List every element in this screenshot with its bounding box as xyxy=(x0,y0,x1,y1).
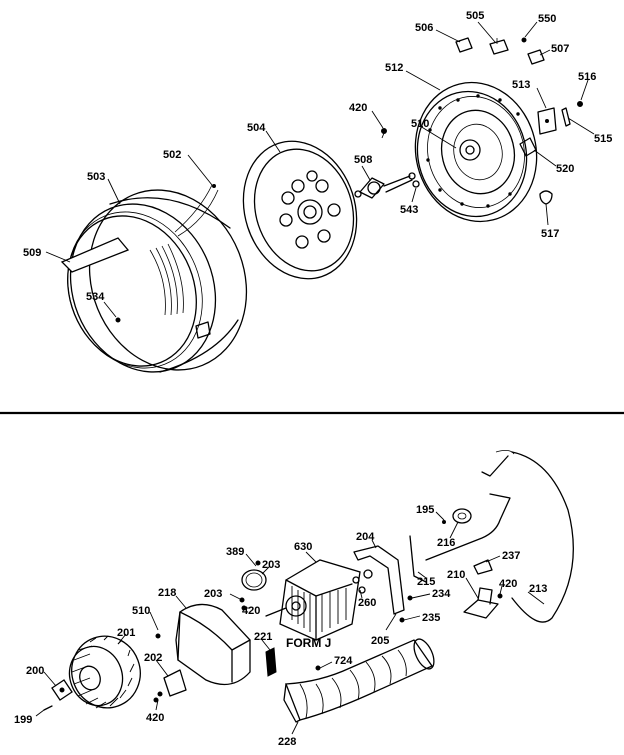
callout-389: 389 xyxy=(226,546,244,558)
shaft-bearing-508 xyxy=(354,172,416,199)
callout-630: 630 xyxy=(294,541,312,553)
top-callouts: 506 505 550 507 512 513 516 515 420 510 … xyxy=(23,10,612,303)
callout-201: 201 xyxy=(117,627,135,639)
callout-215: 215 xyxy=(417,576,435,588)
callout-515: 515 xyxy=(594,133,612,145)
callout-199: 199 xyxy=(14,714,32,726)
callout-507: 507 xyxy=(551,43,569,55)
form-j-label: FORM J xyxy=(286,636,331,650)
callout-504: 504 xyxy=(247,122,266,134)
callout-221: 221 xyxy=(254,631,272,643)
callout-510b: 510 xyxy=(132,605,150,617)
drum-rear-panel-504 xyxy=(242,140,358,280)
bottom-callouts: 195 216 237 204 630 389 203 210 420 213 … xyxy=(14,504,547,748)
drum-503 xyxy=(60,184,248,373)
callout-505: 505 xyxy=(466,10,484,22)
callout-203a: 203 xyxy=(262,559,280,571)
callout-517: 517 xyxy=(541,228,559,240)
top-leader-lines xyxy=(45,21,595,318)
callout-516: 516 xyxy=(578,71,596,83)
callout-213: 213 xyxy=(529,583,547,595)
callout-228: 228 xyxy=(278,736,296,748)
small-parts-top xyxy=(115,37,583,323)
callout-202: 202 xyxy=(144,652,162,664)
motor-clamp-203 xyxy=(239,560,267,611)
callout-506: 506 xyxy=(415,22,433,34)
callout-508: 508 xyxy=(354,154,372,166)
callout-260: 260 xyxy=(358,597,376,609)
callout-203b: 203 xyxy=(204,588,222,600)
motor-630 xyxy=(265,559,361,641)
callout-509: 509 xyxy=(23,247,41,259)
callout-235: 235 xyxy=(422,612,440,624)
rod-215 xyxy=(409,493,511,583)
callout-234: 234 xyxy=(432,588,451,600)
rear-bulkhead-512 xyxy=(414,81,538,223)
callout-210: 210 xyxy=(447,569,465,581)
callout-543: 543 xyxy=(400,204,418,216)
blower-housing-218 xyxy=(175,603,251,686)
callout-503: 503 xyxy=(87,171,105,183)
callout-204: 204 xyxy=(356,531,375,543)
callout-216: 216 xyxy=(437,537,455,549)
idler-pulley-216 xyxy=(442,508,472,524)
callout-200: 200 xyxy=(26,665,44,677)
blower-cover-213 xyxy=(481,450,574,623)
blower-wheel-201 xyxy=(68,635,141,709)
callout-513: 513 xyxy=(512,79,530,91)
screw-420-top xyxy=(381,128,387,139)
thermostat-200 xyxy=(43,679,73,711)
callout-534: 534 xyxy=(86,291,105,303)
callout-205: 205 xyxy=(371,635,389,647)
idler-bracket-210 xyxy=(463,587,503,619)
callout-237: 237 xyxy=(502,550,520,562)
callout-420c: 420 xyxy=(242,605,260,617)
callout-420b: 420 xyxy=(499,578,517,590)
callout-420a: 420 xyxy=(349,102,367,114)
callout-550: 550 xyxy=(538,13,556,25)
callout-724: 724 xyxy=(334,655,353,667)
bottom-leader-lines xyxy=(35,511,545,735)
bracket-237 xyxy=(473,559,493,575)
callout-502: 502 xyxy=(163,149,181,161)
callout-510a: 510 xyxy=(411,118,429,130)
callout-195: 195 xyxy=(416,504,434,516)
exhaust-duct-228 xyxy=(283,638,435,723)
motor-mount-204 xyxy=(353,545,413,623)
callout-520: 520 xyxy=(556,163,574,175)
bracket-202 xyxy=(153,633,187,703)
bolts-260 xyxy=(352,576,366,594)
callout-420d: 420 xyxy=(146,712,164,724)
callout-512: 512 xyxy=(385,62,403,74)
clip-221 xyxy=(265,647,277,677)
callout-218: 218 xyxy=(158,587,176,599)
